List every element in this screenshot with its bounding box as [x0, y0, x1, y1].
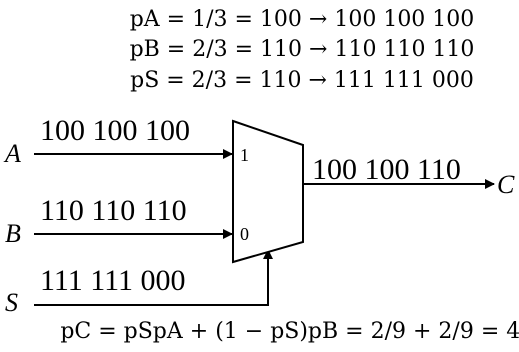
- multiplexer: [232, 119, 304, 264]
- mux-port-0: 0: [240, 224, 249, 244]
- result-equation: pC = pSpA + (1 − pS)pB = 2/9 + 2/9 = 4/9: [60, 319, 519, 344]
- input-a-label: A: [3, 139, 21, 168]
- output-c-stream: 100 100 110: [312, 153, 461, 186]
- select-s-label: S: [5, 288, 18, 317]
- equation-pa: pA = 1/3 = 100 → 100 100 100: [130, 7, 475, 32]
- equation-pb: pB = 2/3 = 110 → 110 110 110: [130, 37, 475, 62]
- equation-ps: pS = 2/3 = 110 → 111 111 000: [130, 68, 474, 93]
- select-s-stream: 111 111 000: [40, 264, 186, 297]
- input-a-stream: 100 100 100: [40, 114, 190, 147]
- select-s-wire: [34, 249, 273, 306]
- output-c-label: C: [497, 170, 515, 199]
- mux-port-1: 1: [240, 145, 249, 165]
- input-b-label: B: [5, 219, 21, 248]
- input-b-stream: 110 110 110: [40, 194, 187, 227]
